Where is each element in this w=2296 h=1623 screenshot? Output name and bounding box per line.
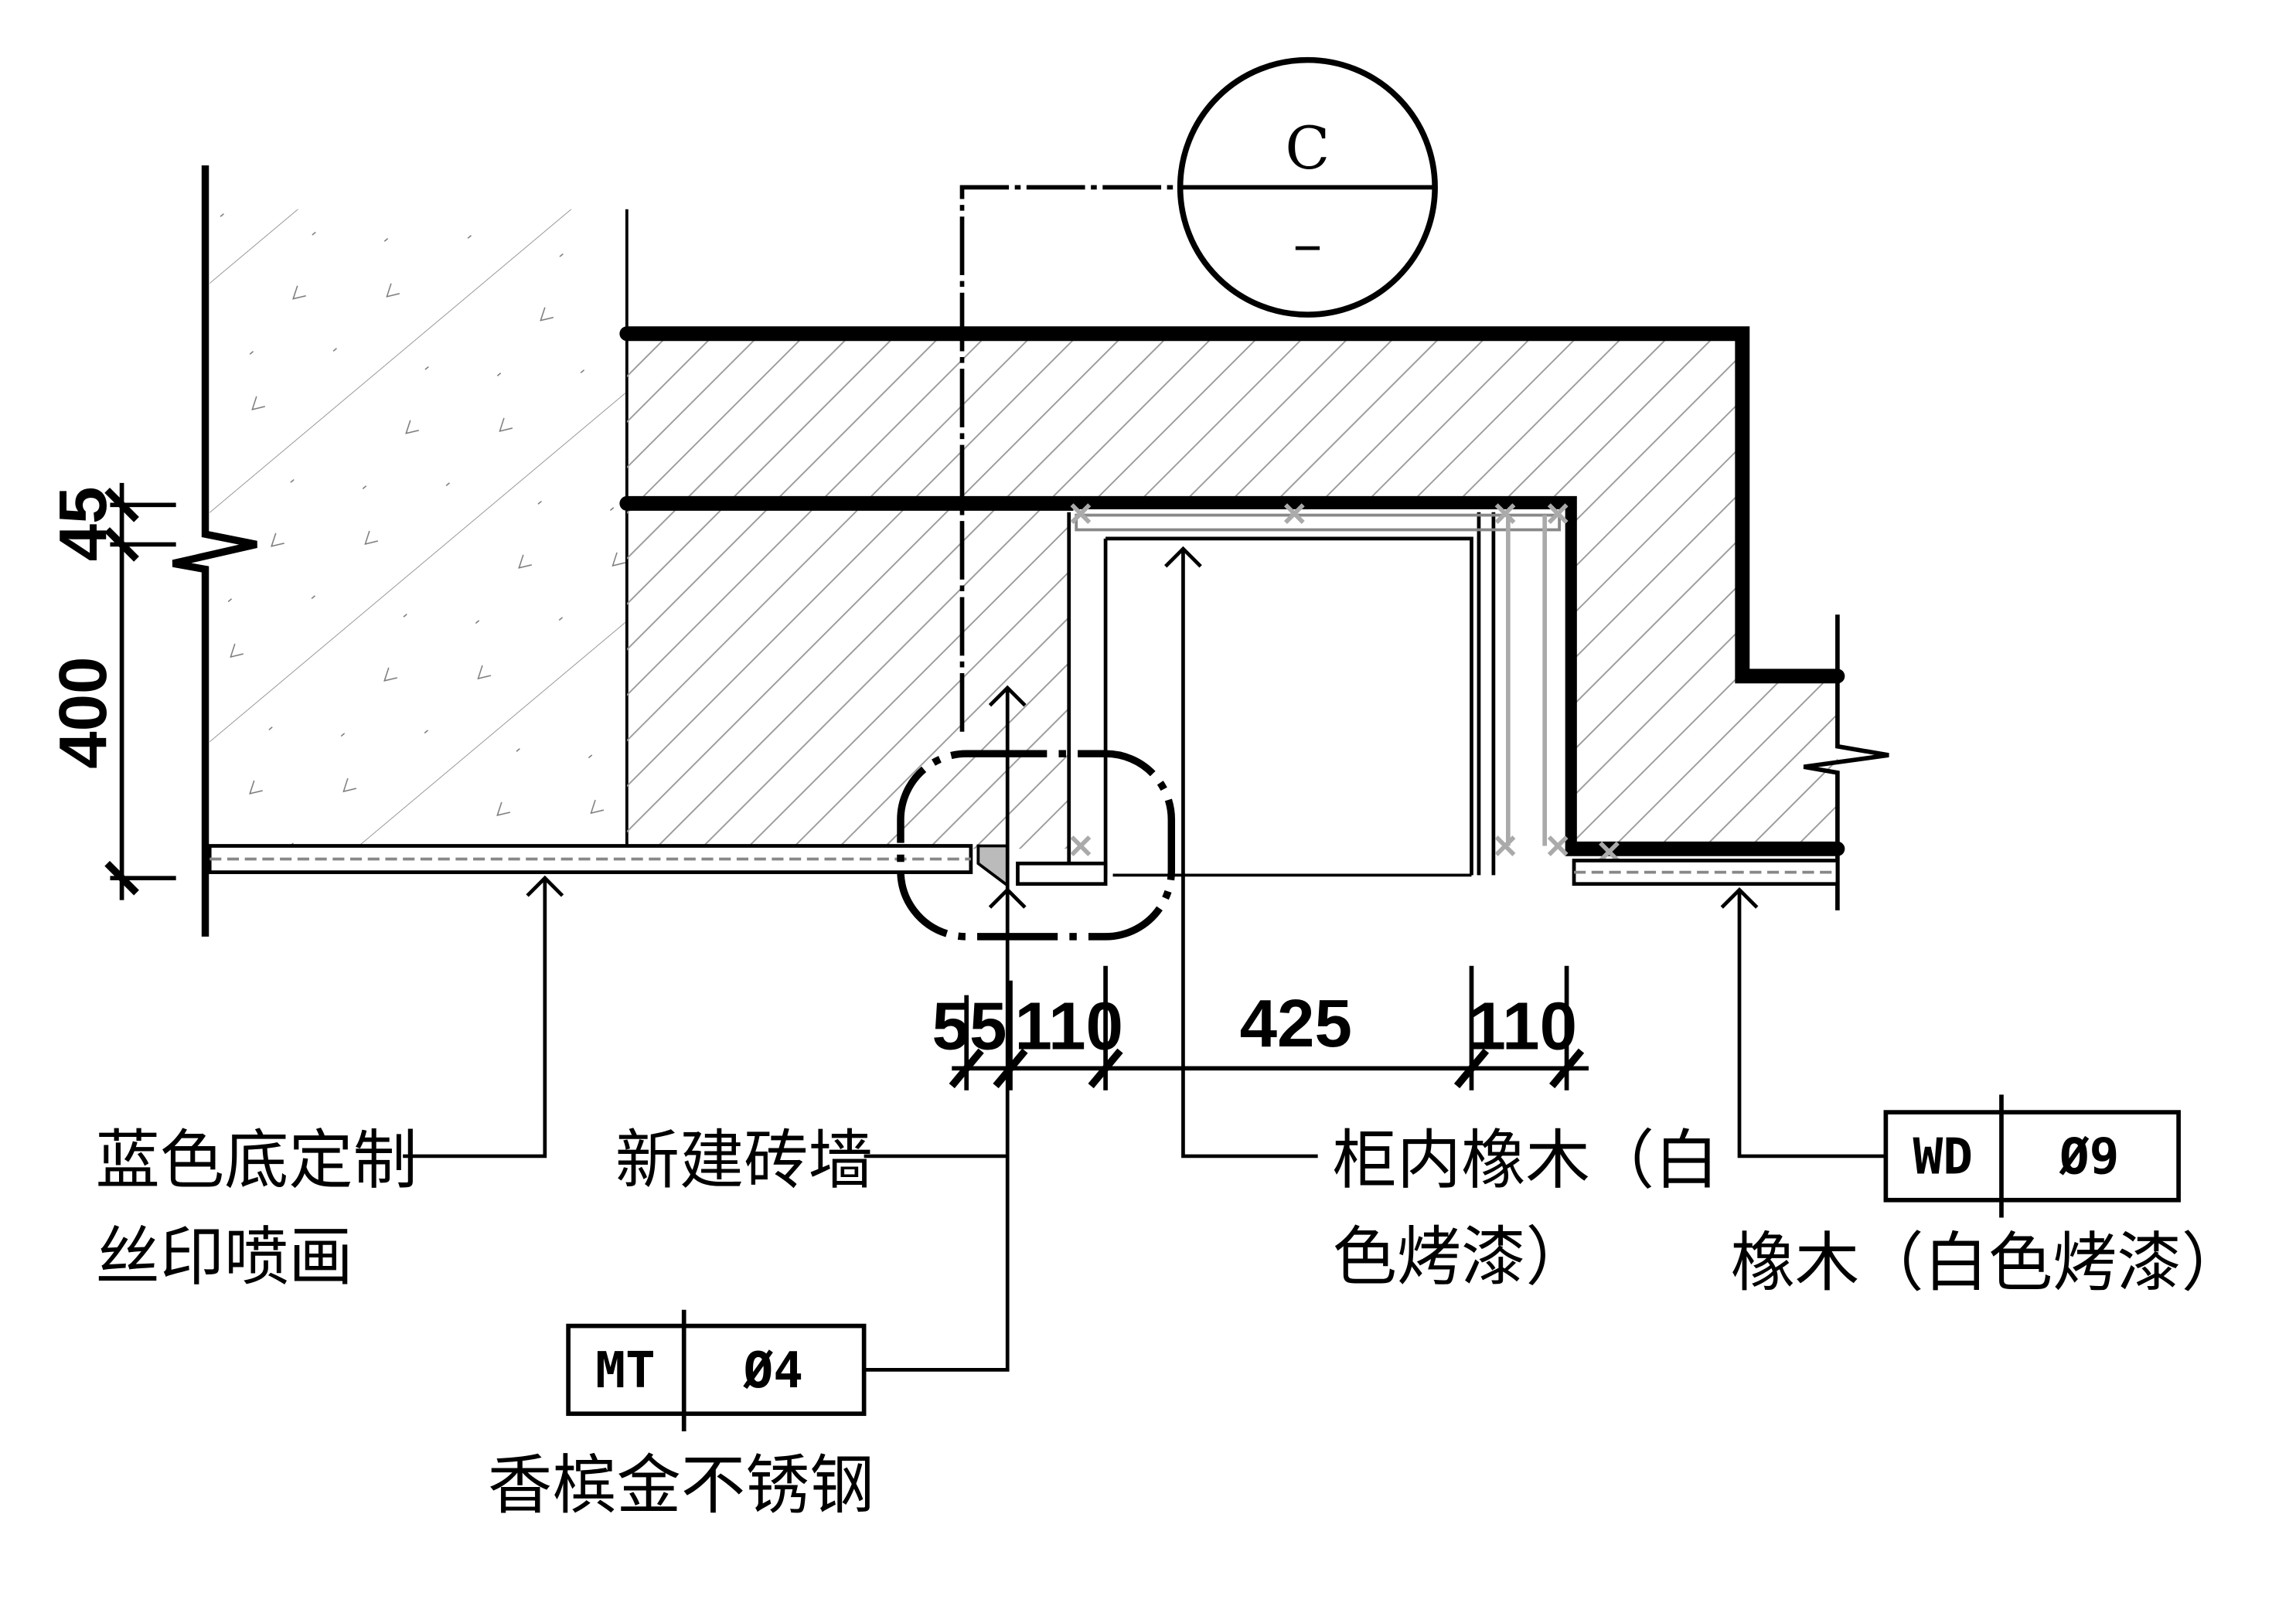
tag-wd-number: Ø9 [2059,1128,2120,1186]
detail-callout-boundary [897,750,1176,941]
brick-wall-hatch [626,333,1838,849]
material-tag-wd: WD Ø9 [1883,1094,2181,1218]
label-stainless: 香槟金不锈钢 [488,1448,874,1523]
inner-finish-line [619,495,1845,856]
vertical-dimension [104,482,176,900]
label-cabinet-inner-line1: 柜内橡木（白 [1333,1123,1719,1198]
section-sheet: – [1293,209,1322,277]
label-brick-wall: 新建砖墙 [615,1123,873,1198]
dim-110-left: 110 [1014,989,1123,1064]
tag-mt-number: Ø4 [742,1342,803,1400]
tag-mt-code: MT [595,1342,656,1400]
section-marker: C – [959,56,1438,732]
leader-lines [403,546,1886,1372]
outer-finish-line [619,326,1845,684]
dim-400: 400 [46,657,121,769]
fixing-marks [1070,503,1620,863]
label-print-panel-line2: 丝印喷画 [96,1220,353,1295]
right-break-line [1803,614,1889,910]
horizontal-dimension [949,965,1589,1091]
dim-110-right: 110 [1469,989,1578,1064]
tag-wd-code: WD [1913,1128,1973,1186]
label-print-panel-line1: 蓝色底定制 [96,1123,417,1198]
dim-55: 55 [932,989,1007,1064]
stainless-trim [976,844,1010,889]
dim-425: 425 [1240,986,1352,1061]
label-cabinet-inner-line2: 色烤漆） [1333,1220,1590,1295]
material-tag-mt: MT Ø4 [566,1309,867,1431]
section-letter: C [1285,114,1330,182]
concrete-wall [210,209,627,849]
cabinet-interior [1073,509,1565,876]
dim-45: 45 [46,486,121,561]
wall-break-line [172,165,257,937]
label-oak-finish: 橡木（白色烤漆） [1731,1226,2246,1301]
